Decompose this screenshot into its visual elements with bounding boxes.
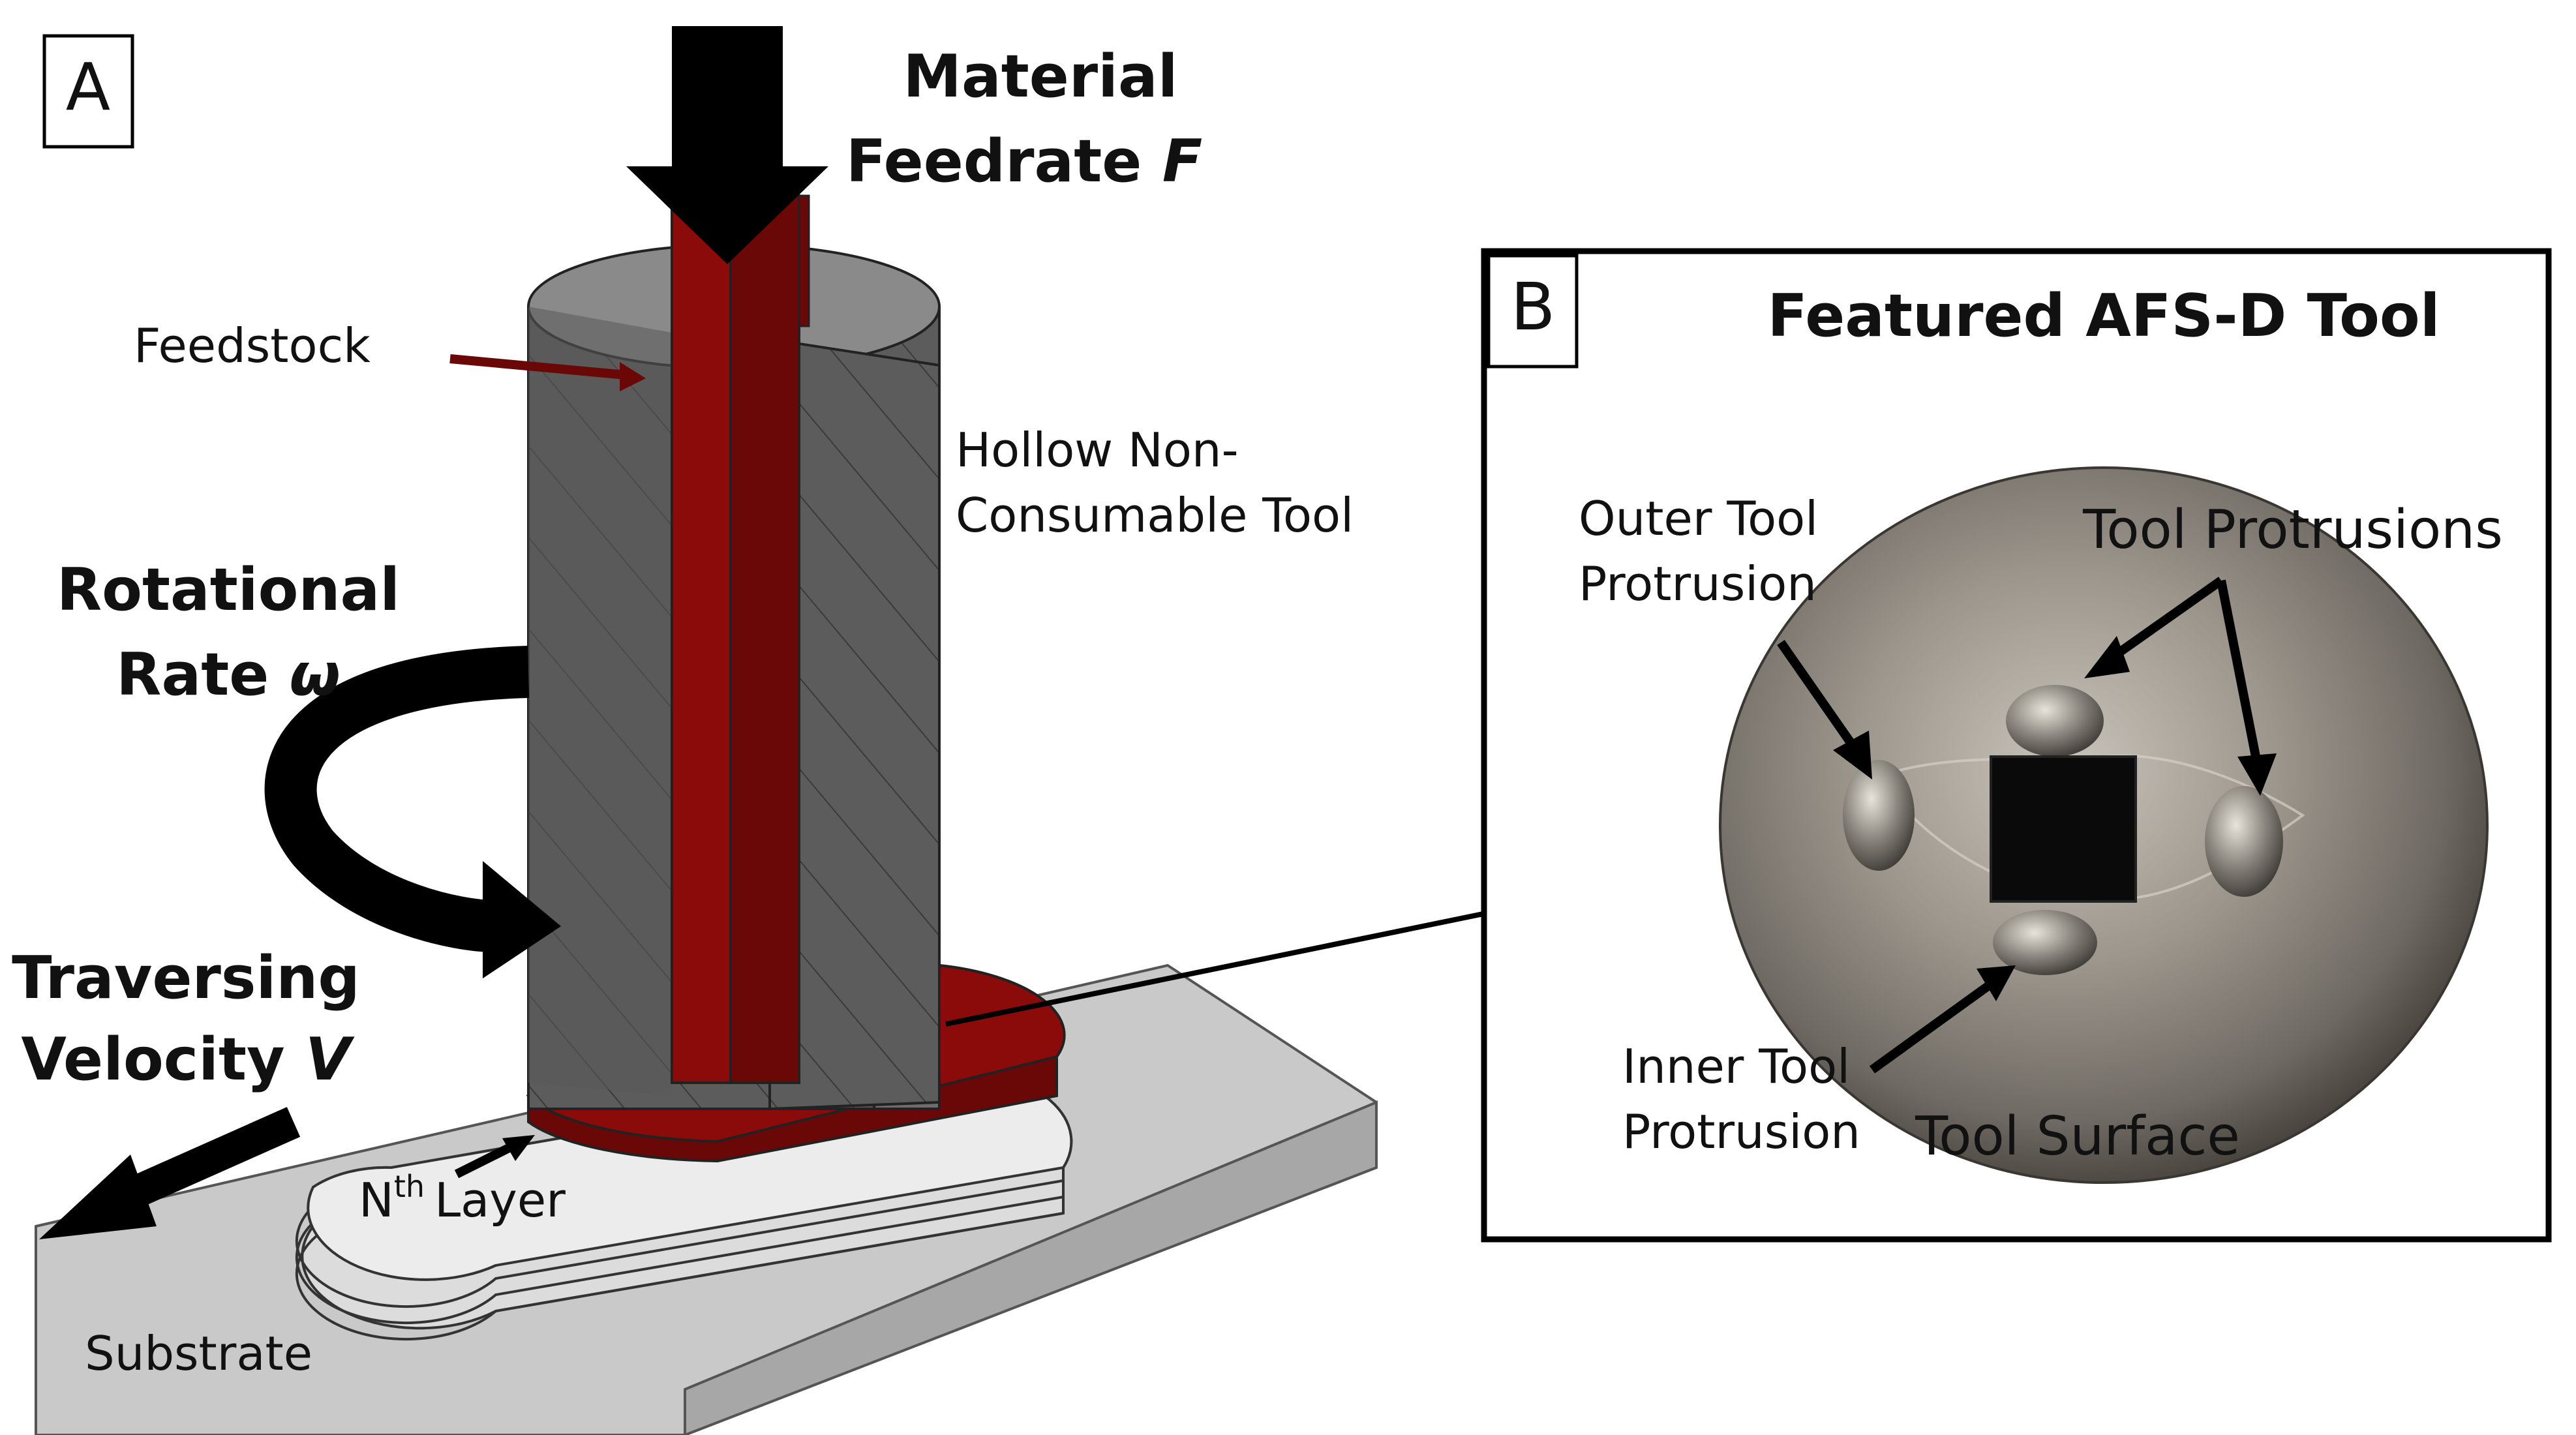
panel-b-pointers (1777, 577, 2277, 1074)
protrusion-top (2006, 685, 2104, 757)
feedrate-label-line2: Feedrate F (846, 127, 1202, 196)
panel-a: A Material Feedrate F Feedstock Hollow N… (12, 26, 1378, 1435)
tool-label-line2: Consumable Tool (956, 488, 1354, 543)
protrusion-left (1843, 760, 1915, 871)
tool-surface-label: Tool Surface (1915, 1106, 2240, 1168)
inner-protrusion-label-line2: Protrusion (1622, 1104, 1860, 1159)
panel-b-title: Featured AFS-D Tool (1767, 282, 2440, 350)
feed-hole (1990, 755, 2137, 903)
panel-b-label-box (1487, 254, 1579, 369)
panel-b-letter: B (1511, 269, 1556, 345)
feedrate-arrow (626, 26, 828, 264)
outer-protrusion-label-line1: Outer Tool (1579, 491, 1818, 546)
protrusion-bottom (1993, 910, 2097, 975)
traverse-arrow (39, 1107, 301, 1239)
feedrate-label-line1: Material (903, 42, 1177, 111)
tool-face (1719, 466, 2489, 1184)
panel-b: B Featured AFS-D Tool Outer Tool Pr (1481, 248, 2552, 1243)
layer-pointer (454, 1135, 535, 1179)
panel-a-letter: A (66, 49, 110, 125)
rotation-label-line1: Rotational (57, 556, 400, 624)
inner-protrusion-label-line1: Inner Tool (1622, 1039, 1850, 1094)
panel-a-label-box (42, 34, 134, 149)
tool-protrusions-label: Tool Protrusions (2082, 499, 2503, 561)
rotation-label-line2: Rate ω (116, 641, 341, 709)
traverse-label-line2: Velocity V (21, 1025, 355, 1094)
feedstock-pointer (449, 354, 646, 391)
feedstock-label: Feedstock (134, 318, 371, 373)
protrusion-right (2205, 786, 2283, 897)
tool-label-line1: Hollow Non- (956, 423, 1239, 477)
rotation-arrow (264, 646, 561, 978)
feedstock-rod (671, 194, 810, 1084)
outer-protrusion-label-line2: Protrusion (1579, 556, 1817, 611)
traverse-label-line1: Traversing (12, 944, 360, 1012)
substrate-label: Substrate (85, 1326, 312, 1381)
